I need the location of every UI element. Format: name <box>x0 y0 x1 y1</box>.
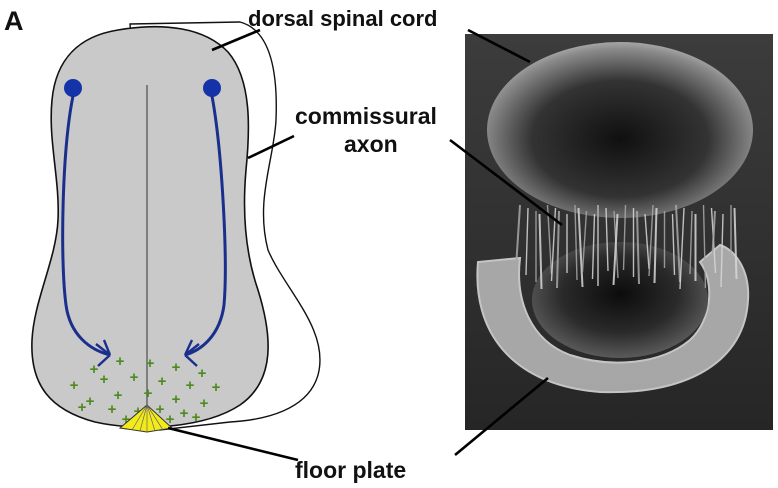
chemoattractant-plus-icon: + <box>186 377 195 394</box>
label-dorsal-spinal-cord: dorsal spinal cord <box>248 6 438 31</box>
chemoattractant-plus-icon: + <box>108 401 117 418</box>
chemoattractant-plus-icon: + <box>198 365 207 382</box>
chemoattractant-plus-icon: + <box>192 409 201 426</box>
chemoattractant-plus-icon: + <box>70 377 79 394</box>
chemoattractant-plus-icon: + <box>86 393 95 410</box>
micrograph-dorsal-tissue <box>487 42 753 218</box>
label-commissural: commissural <box>295 103 437 129</box>
chemoattractant-plus-icon: + <box>78 399 87 416</box>
right-neuron-cell-body <box>203 79 221 97</box>
chemoattractant-plus-icon: + <box>130 369 139 386</box>
chemoattractant-plus-icon: + <box>158 373 167 390</box>
label-axon: axon <box>344 131 398 157</box>
chemoattractant-plus-icon: + <box>180 405 189 422</box>
chemoattractant-plus-icon: + <box>200 395 209 412</box>
spinal-cord-diagram: +++++++++++++++++++++++++ <box>32 22 320 432</box>
leader-floor-plate-left <box>168 428 298 460</box>
chemoattractant-plus-icon: + <box>146 355 155 372</box>
chemoattractant-plus-icon: + <box>116 353 125 370</box>
chemoattractant-plus-icon: + <box>144 385 153 402</box>
chemoattractant-plus-icon: + <box>90 361 99 378</box>
label-floor-plate: floor plate <box>295 457 406 483</box>
micrograph-photo <box>465 34 773 430</box>
panel-letter: A <box>4 6 24 36</box>
left-neuron-cell-body <box>64 79 82 97</box>
chemoattractant-plus-icon: + <box>172 359 181 376</box>
chemoattractant-plus-icon: + <box>100 371 109 388</box>
chemoattractant-plus-icon: + <box>212 379 221 396</box>
